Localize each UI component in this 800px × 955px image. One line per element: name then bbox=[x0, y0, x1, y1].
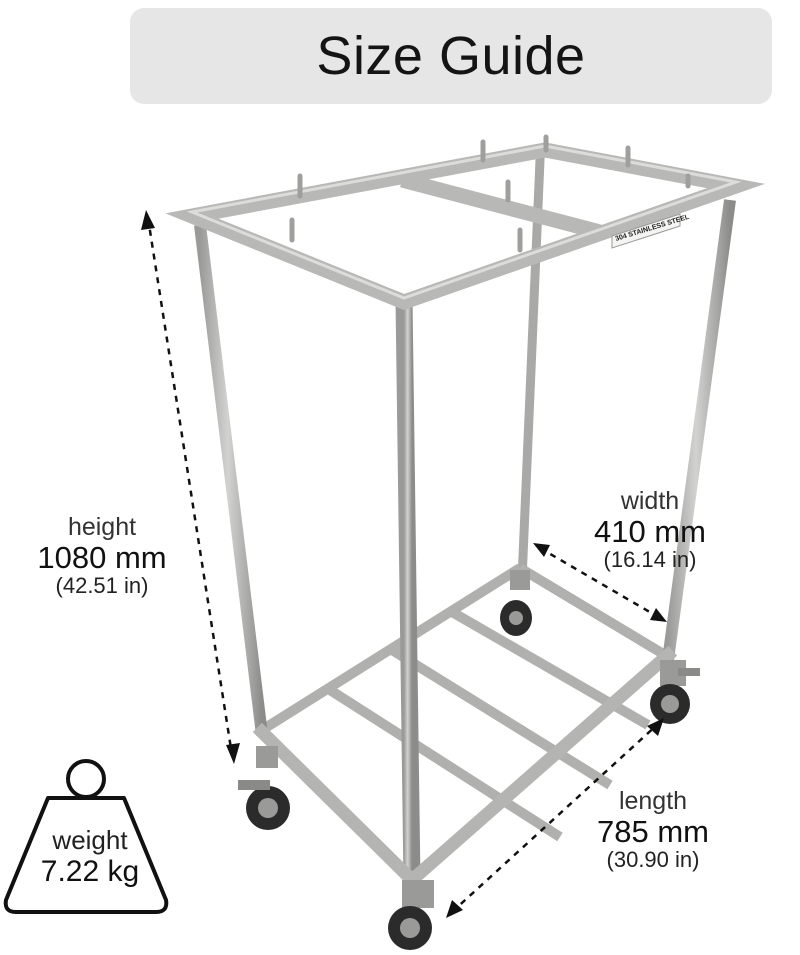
right-post bbox=[662, 199, 736, 661]
top-frame-highlight bbox=[186, 144, 742, 300]
length-dimension: length 785 mm (30.90 in) bbox=[574, 788, 732, 872]
left-post bbox=[194, 224, 268, 736]
height-arrow-head-top bbox=[141, 210, 155, 230]
back-posts bbox=[517, 155, 545, 585]
weight-readout: weight 7.22 kg bbox=[18, 825, 162, 889]
title-banner: Size Guide bbox=[130, 8, 772, 104]
caster-front-right bbox=[650, 660, 700, 724]
weight-label: weight bbox=[52, 825, 128, 855]
width-mm: 410 mm bbox=[594, 514, 706, 549]
height-mm: 1080 mm bbox=[37, 540, 167, 575]
length-arrow-head-top bbox=[647, 718, 664, 736]
height-dimension: height 1080 mm (42.51 in) bbox=[18, 514, 186, 598]
caster-back-right bbox=[500, 570, 532, 636]
height-label: height bbox=[67, 513, 137, 541]
top-pegs bbox=[289, 134, 691, 253]
length-arrow-head-bottom bbox=[446, 900, 463, 918]
width-label: width bbox=[620, 487, 680, 515]
caster-back-left bbox=[238, 746, 290, 830]
front-post bbox=[395, 299, 421, 883]
length-inch: (30.90 in) bbox=[606, 847, 700, 873]
width-inch: (16.14 in) bbox=[603, 547, 697, 573]
caster-front-center bbox=[388, 880, 434, 950]
length-arrow bbox=[451, 723, 659, 913]
top-frame bbox=[165, 142, 765, 311]
height-arrow-head-bottom bbox=[226, 743, 240, 764]
height-inch: (42.51 in) bbox=[55, 573, 149, 599]
length-label: length bbox=[618, 787, 688, 815]
width-arrow-head-left bbox=[533, 543, 550, 557]
height-arrow bbox=[146, 217, 234, 756]
page-title: Size Guide bbox=[316, 26, 586, 86]
bottom-frame-front bbox=[252, 645, 678, 890]
weight-value: 7.22 kg bbox=[40, 855, 140, 889]
width-dimension: width 410 mm (16.14 in) bbox=[580, 488, 720, 572]
weight-icon bbox=[3, 759, 169, 914]
length-mm: 785 mm bbox=[597, 814, 709, 849]
width-arrow-head-right bbox=[650, 608, 667, 622]
